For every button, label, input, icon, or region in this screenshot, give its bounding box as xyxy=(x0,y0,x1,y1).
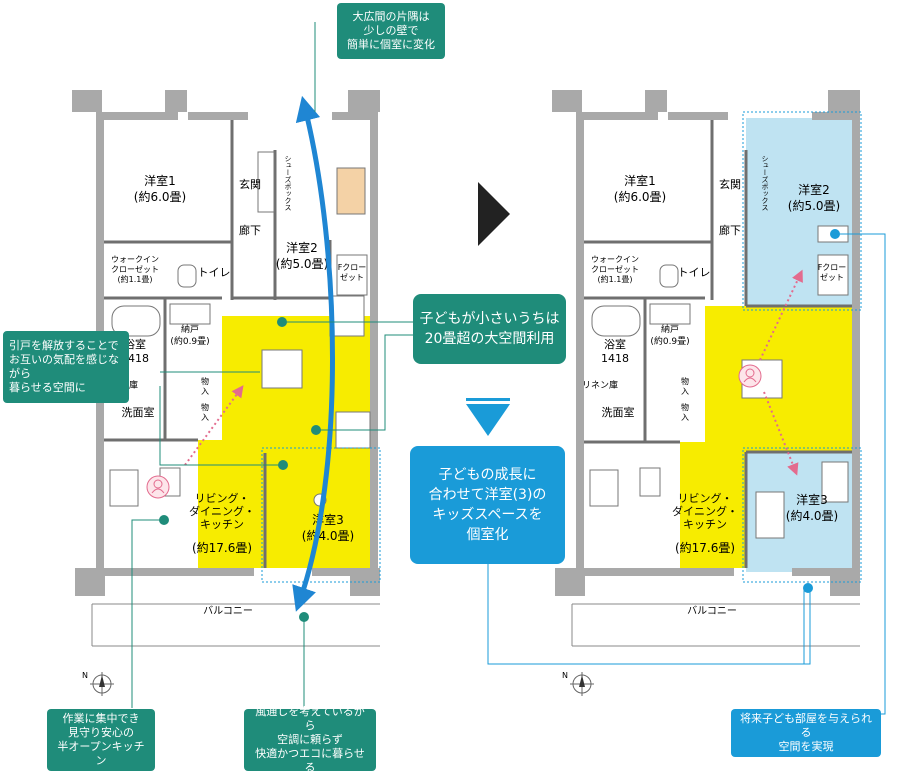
room-size-western3-right: (約4.0畳) xyxy=(786,508,838,523)
room-label-walkin-closet: ウォークインクローゼット(約1.1畳) xyxy=(111,255,159,284)
room-label-ldk: リビング・ダイニング・キッチン xyxy=(189,491,255,531)
room-size-ldk-right: (約17.6畳) xyxy=(675,540,735,555)
room-label-closet-in-right: 物入 xyxy=(681,376,689,396)
sightline-arrow xyxy=(184,385,244,466)
room-label-toilet-right: トイレ xyxy=(678,266,711,279)
leader-dots-left xyxy=(159,317,321,622)
kids-room-outline xyxy=(261,447,381,583)
room-size-western3: (約4.0畳) xyxy=(302,528,354,543)
compass-icon-right: N xyxy=(562,671,594,696)
room-size-western1-right: (約6.0畳) xyxy=(614,189,666,204)
open-space-area-right xyxy=(680,306,852,568)
room-label-f-closet-right: Fクローゼット xyxy=(818,263,847,282)
room-size-storage: (約0.9畳) xyxy=(170,335,209,347)
note-partition-wall: 大広間の片隅は 少しの壁で 簡単に個室に変化 xyxy=(337,3,445,59)
note-kitchen: 作業に集中でき 見守り安心の 半オープンキッチン xyxy=(47,709,155,771)
compass-label: N xyxy=(82,671,88,680)
room-label-bath: 浴室 xyxy=(124,337,146,351)
room-label-western3-right: 洋室3 xyxy=(796,492,828,507)
room-label-closet-in-right-2: 物入 xyxy=(681,402,689,422)
room-size-western2-right: (約5.0畳) xyxy=(788,198,840,213)
balcony-rail xyxy=(91,603,380,647)
outer-walls-right xyxy=(552,90,860,596)
person-icon-right xyxy=(738,364,762,388)
sightline-arrow-down xyxy=(763,391,799,476)
kids-room-outline-right-top xyxy=(742,111,862,311)
note-ventilation: 風通しを考えているから 空調に頼らず 快適かつエコに暮らせる xyxy=(244,705,376,774)
room-label-shoes-box-right: シューズボックス xyxy=(761,155,769,211)
person-icon xyxy=(146,475,170,499)
room-label-western2-right: 洋室2 xyxy=(798,182,830,197)
room-label-closet-in-2: 物入 xyxy=(201,402,209,422)
room-label-western1-right: 洋室1 xyxy=(624,173,656,188)
compass-icon: N xyxy=(82,671,114,696)
compass-label-right: N xyxy=(562,671,568,680)
open-space-area xyxy=(198,316,373,568)
leader-lines-left xyxy=(131,22,415,708)
note-future-room: 将来子ども部屋を与えられる 空間を実現 xyxy=(731,709,881,757)
fixtures-right xyxy=(589,225,849,539)
room-size-ldk: (約17.6畳) xyxy=(192,540,252,555)
room-label-closet-in: 物入 xyxy=(201,376,209,396)
room-label-entrance-right: 玄関 xyxy=(719,177,741,191)
room-label-balcony-right: バルコニー xyxy=(687,605,737,617)
room-label-hallway-right: 廊下 xyxy=(719,223,741,237)
left-floorplan: 洋室1 (約6.0畳) 玄関 廊下 洋室2 (約5.0畳) 浴室 1418 納戸… xyxy=(72,22,415,708)
note-large-space: 子どもが小さいうちは 20畳超の大空間利用 xyxy=(413,294,566,364)
room-label-ldk-right: リビング・ダイニング・キッチン xyxy=(672,491,738,531)
leader-dots-right xyxy=(803,229,840,593)
room-label-walkin-closet-right: ウォークインクローゼット(約1.1畳) xyxy=(591,255,639,284)
room-label-linen-right: リネン庫 xyxy=(582,379,618,391)
room-size-bath-right: 1418 xyxy=(601,352,629,365)
room-label-western1: 洋室1 xyxy=(144,173,176,188)
room-size-western1: (約6.0畳) xyxy=(134,189,186,204)
right-floorplan: 洋室1 (約6.0畳) 玄関 廊下 洋室2 (約5.0畳) 浴室 1418 納戸… xyxy=(487,90,886,715)
room-size-western2: (約5.0畳) xyxy=(276,256,328,271)
room-label-bath-right: 浴室 xyxy=(604,337,626,351)
room-label-f-closet: Fクローゼット xyxy=(338,263,367,282)
room-label-toilet: トイレ xyxy=(198,266,231,279)
room-label-washroom-right: 洗面室 xyxy=(602,405,635,419)
room-size-storage-right: (約0.9畳) xyxy=(650,335,689,347)
room-label-hallway: 廊下 xyxy=(239,223,261,237)
note-sliding-door: 引戸を解放することで お互いの気配を感じながら 暮らせる空間に xyxy=(3,331,129,403)
room-label-shoes-box: シューズボックス xyxy=(284,155,292,211)
room-label-entrance: 玄関 xyxy=(239,177,261,191)
balcony-rail-right xyxy=(571,603,860,647)
note-kids-space-growth: 子どもの成長に 合わせて洋室(3)の キッズスペースを 個室化 xyxy=(410,446,565,564)
room-label-storage: 納戸 xyxy=(181,323,199,335)
sightline-arrow-up xyxy=(759,269,803,361)
interior-walls-right xyxy=(584,120,852,568)
room-label-balcony: バルコニー xyxy=(203,605,253,617)
airflow-arrow-icon xyxy=(292,95,335,612)
triangle-right-icon xyxy=(478,182,510,246)
room-label-storage-right: 納戸 xyxy=(661,323,679,335)
room-label-western2: 洋室2 xyxy=(286,240,318,255)
room-label-washroom: 洗面室 xyxy=(122,405,155,419)
kids-room-outline-right xyxy=(742,447,862,583)
triangle-down-icon xyxy=(466,404,510,436)
